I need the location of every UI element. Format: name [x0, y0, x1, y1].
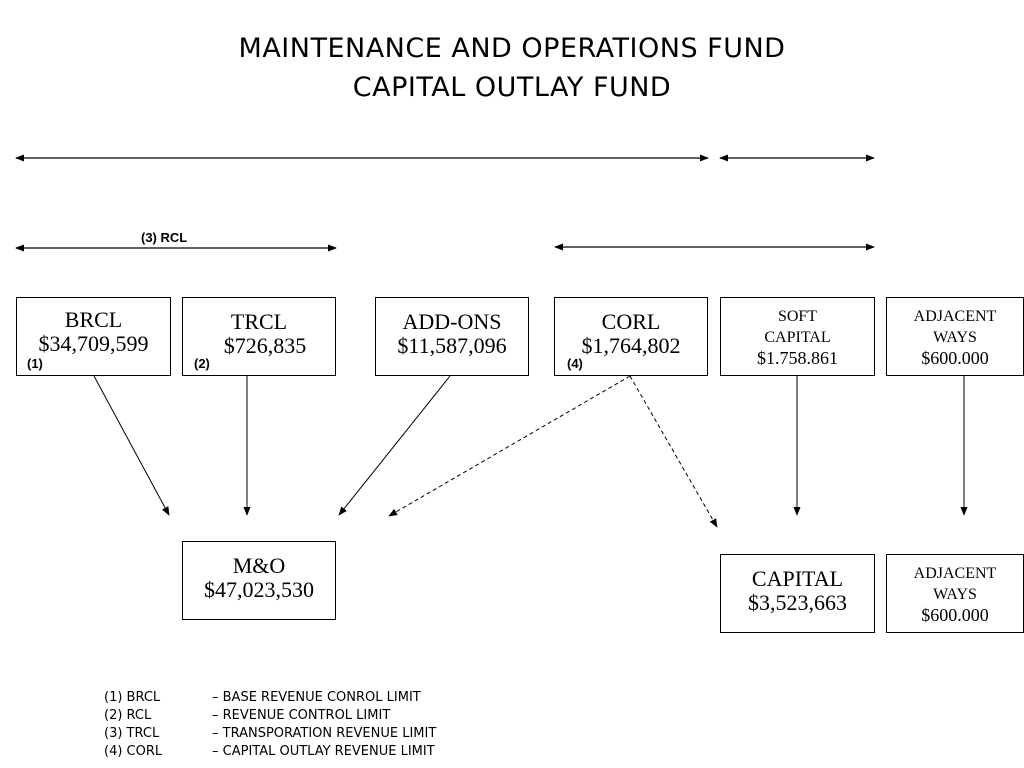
box-soft-capital-name-1: SOFT — [777, 308, 818, 325]
box-brcl-name: BRCL — [64, 307, 123, 332]
legend-abbr: (1) BRCL — [104, 690, 161, 705]
box-adjacent-ways-top-name-2: WAYS — [933, 329, 977, 346]
box-m-and-o-name: M&O — [232, 553, 286, 578]
diagram-title-line-1: MAINTENANCE AND OPERATIONS FUND — [238, 33, 786, 64]
legend-row: (4) CORL – CAPITAL OUTLAY REVENUE LIMIT — [104, 743, 436, 761]
box-add-ons-amount: $11,587,096 — [397, 333, 507, 358]
arrow-addons-to-mo — [338, 375, 451, 516]
legend-row: (3) TRCL – TRANSPORATION REVENUE LIMIT — [104, 725, 436, 743]
legend-desc: – REVENUE CONTROL LIMIT — [212, 708, 391, 723]
legend-abbr: (2) RCL — [104, 708, 152, 723]
box-capital-name: CAPITAL — [751, 566, 844, 591]
arrow-corl-to-mo — [388, 375, 631, 517]
box-soft-capital: SOFT CAPITAL $1.758.861 — [720, 297, 875, 376]
box-brcl-amount: $34,709,599 — [38, 331, 149, 356]
box-capital-amount: $3,523,663 — [748, 590, 847, 615]
legend: (1) BRCL – BASE REVENUE CONROL LIMIT (2) … — [104, 689, 436, 761]
box-trcl: TRCL $726,835 — [182, 297, 336, 376]
diagram-title-line-2: CAPITAL OUTLAY FUND — [352, 72, 672, 103]
box-corl-name: CORL — [601, 309, 661, 334]
rcl-span-label: (3) RCL — [141, 230, 188, 245]
box-adjacent-ways-bottom-name-1: ADJACENT — [913, 565, 997, 582]
legend-abbr: (4) CORL — [104, 744, 163, 759]
legend-row: (2) RCL – REVENUE CONTROL LIMIT — [104, 707, 436, 725]
footnote-marker-1: (1) — [27, 356, 43, 371]
legend-abbr: (3) TRCL — [104, 726, 160, 741]
legend-desc: – CAPITAL OUTLAY REVENUE LIMIT — [212, 744, 435, 759]
box-m-and-o-amount: $47,023,530 — [204, 577, 314, 602]
box-trcl-name: TRCL — [230, 309, 288, 334]
footnote-marker-2: (2) — [194, 356, 210, 371]
box-trcl-amount: $726,835 — [223, 333, 307, 358]
box-soft-capital-amount: $1.758.861 — [757, 348, 838, 368]
box-adjacent-ways-bottom-amount: $600.000 — [921, 605, 989, 625]
box-capital: CAPITAL $3,523,663 — [720, 554, 875, 633]
box-adjacent-ways-bottom-name-2: WAYS — [933, 586, 977, 603]
box-adjacent-ways-top-amount: $600.000 — [921, 348, 989, 368]
legend-row: (1) BRCL – BASE REVENUE CONROL LIMIT — [104, 689, 436, 707]
box-add-ons: ADD-ONS $11,587,096 — [375, 297, 529, 376]
arrow-corl-to-capital — [629, 375, 718, 528]
box-adjacent-ways-bottom: ADJACENT WAYS $600.000 — [886, 554, 1024, 633]
box-corl-amount: $1,764,802 — [581, 333, 681, 358]
legend-desc: – TRANSPORATION REVENUE LIMIT — [212, 726, 437, 741]
legend-desc: – BASE REVENUE CONROL LIMIT — [212, 690, 421, 705]
box-m-and-o: M&O $47,023,530 — [182, 541, 336, 620]
footnote-marker-4: (4) — [567, 356, 583, 371]
box-brcl: BRCL $34,709,599 — [16, 297, 171, 376]
box-add-ons-name: ADD-ONS — [402, 309, 502, 334]
box-corl: CORL $1,764,802 — [554, 297, 708, 376]
arrow-brcl-to-mo — [93, 375, 170, 516]
box-adjacent-ways-top-name-1: ADJACENT — [913, 308, 997, 325]
box-soft-capital-name-2: CAPITAL — [764, 329, 831, 346]
box-adjacent-ways-top: ADJACENT WAYS $600.000 — [886, 297, 1024, 376]
